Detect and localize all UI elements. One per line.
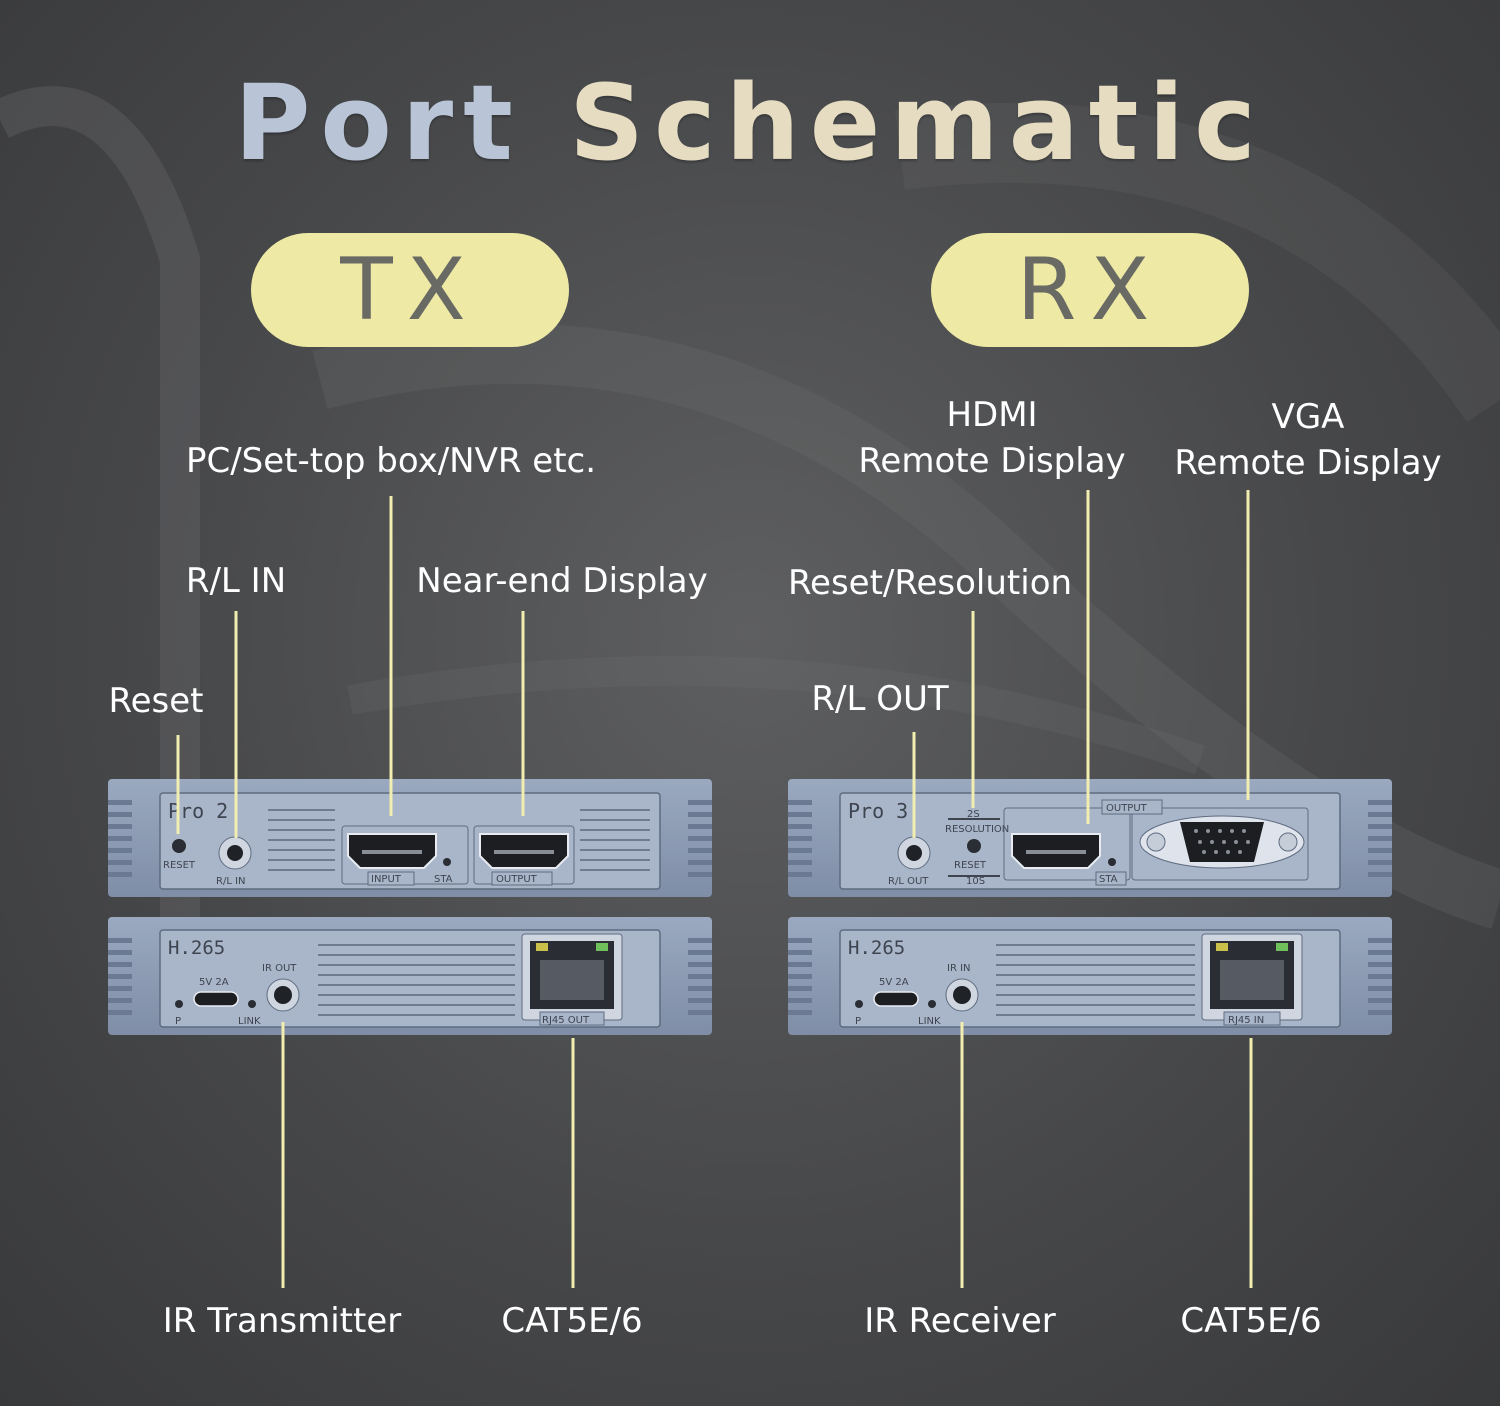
rx-sta-led xyxy=(1108,858,1116,866)
tx-output-text: OUTPUT xyxy=(496,874,538,885)
rx-ir-receiver-label: IR Receiver xyxy=(864,1301,1056,1341)
rx-power-led xyxy=(855,1000,863,1008)
rx-output-text: OUTPUT xyxy=(1106,803,1148,814)
tx-sta-text: STA xyxy=(434,874,453,885)
tx-bottom-unit: H.265 P 5V 2A LINK IR OUT RJ45 OUT xyxy=(108,917,712,1035)
tx-model: Pro 2 xyxy=(168,799,228,823)
tx-cat-label: CAT5E/6 xyxy=(501,1301,643,1341)
rx-hdmi-label-line2: Remote Display xyxy=(858,441,1126,481)
rx-p-text: P xyxy=(855,1016,861,1027)
rx-power-text: 5V 2A xyxy=(879,977,909,988)
tx-ir-text: IR OUT xyxy=(262,963,297,974)
rx-vga-label: VGA Remote Display xyxy=(1174,394,1441,486)
tx-rl-in-text: R/L IN xyxy=(216,876,246,887)
tx-link-text: LINK xyxy=(238,1016,261,1027)
tx-usb-c-port xyxy=(193,991,239,1007)
tx-input-text: INPUT xyxy=(371,874,402,885)
rx-rj45-led-green xyxy=(1276,943,1288,951)
rx-rl-out-label: R/L OUT xyxy=(811,679,949,719)
rx-top-unit: Pro 3 R/L OUT 2S RESOLUTION RESET 10S ST… xyxy=(788,779,1392,897)
tx-rj45-led-green xyxy=(596,943,608,951)
tx-p-text: P xyxy=(175,1016,181,1027)
tx-bottom-left-fins xyxy=(108,938,132,1015)
rx-vga-label-line1: VGA xyxy=(1271,397,1345,437)
rx-bottom-right-fins xyxy=(1368,938,1392,1015)
tx-top-left-fins xyxy=(108,800,132,877)
tx-sta-led xyxy=(443,858,451,866)
rx-hdmi-label: HDMI Remote Display xyxy=(858,392,1125,484)
page-title: Port Schematic xyxy=(0,62,1500,184)
rx-ir-text: IR IN xyxy=(947,963,971,974)
tx-badge: TX xyxy=(251,233,569,347)
rx-vga-label-line2: Remote Display xyxy=(1174,443,1442,483)
tx-near-end-label: Near-end Display xyxy=(416,561,708,601)
title-word-schematic: Schematic xyxy=(569,62,1266,184)
rx-rj45-text: RJ45 IN xyxy=(1228,1015,1264,1026)
tx-top-vent-left xyxy=(268,809,335,871)
tx-bottom-right-fins xyxy=(688,938,712,1015)
tx-ir-transmitter-label: IR Transmitter xyxy=(162,1301,402,1341)
rx-cat-label: CAT5E/6 xyxy=(1180,1301,1322,1341)
rx-bottom-unit: H.265 P 5V 2A LINK IR IN RJ45 IN xyxy=(788,917,1392,1035)
rx-top-left-fins xyxy=(788,800,812,877)
tx-top-vent-right xyxy=(580,809,650,871)
rx-hdmi-label-line1: HDMI xyxy=(946,395,1038,435)
rx-hdmi-bracket xyxy=(1003,807,1131,881)
rx-resolution-text: RESOLUTION xyxy=(945,824,1009,835)
rx-bottom-left-fins xyxy=(788,938,812,1015)
rx-vga-bracket xyxy=(1131,807,1309,881)
rx-usb-c-port xyxy=(873,991,919,1007)
rx-rl-out-text: R/L OUT xyxy=(888,876,929,887)
rx-bottom-vent xyxy=(996,944,1195,1016)
rx-link-text: LINK xyxy=(918,1016,941,1027)
tx-source-label: PC/Set-top box/NVR etc. xyxy=(185,441,597,481)
rx-model: Pro 3 xyxy=(848,799,908,823)
tx-reset-button xyxy=(172,839,186,853)
rx-badge: RX xyxy=(931,233,1249,347)
tx-reset-text: RESET xyxy=(163,860,196,871)
tx-link-led xyxy=(248,1000,256,1008)
rx-10s-text: 10S xyxy=(966,876,985,887)
tx-rl-in-label: R/L IN xyxy=(185,561,287,601)
tx-rj45-led-yellow xyxy=(536,943,548,951)
rx-rj45-led-yellow xyxy=(1216,943,1228,951)
rx-top-right-fins xyxy=(1368,800,1392,877)
tx-top-right-fins xyxy=(688,800,712,877)
tx-rj45-text: RJ45 OUT xyxy=(542,1015,590,1026)
rx-link-led xyxy=(928,1000,936,1008)
rx-codec: H.265 xyxy=(848,937,905,959)
tx-top-unit: Pro 2 RESET R/L IN INPUT STA OUTPUT xyxy=(108,779,712,897)
tx-power-text: 5V 2A xyxy=(199,977,229,988)
rx-2s-text: 2S xyxy=(967,809,980,820)
rx-reset-resolution-label: Reset/Resolution xyxy=(787,563,1073,603)
title-word-port: Port xyxy=(234,62,523,184)
rx-reset-text: RESET xyxy=(954,860,987,871)
rx-sta-text: STA xyxy=(1099,874,1118,885)
rx-vga-pins xyxy=(1194,829,1250,854)
tx-bottom-vent xyxy=(318,944,515,1016)
rx-reset-resolution-button xyxy=(967,839,981,853)
tx-power-led xyxy=(175,1000,183,1008)
tx-codec: H.265 xyxy=(168,937,225,959)
tx-reset-label: Reset xyxy=(108,681,204,721)
